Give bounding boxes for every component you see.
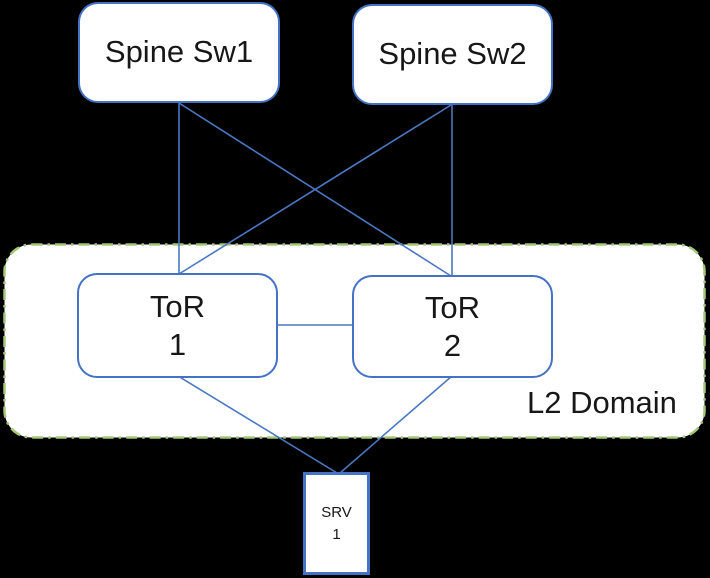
node-tor-2-label-line2: 2	[443, 327, 462, 363]
node-tor-1-label-line2: 1	[168, 326, 187, 362]
l2-domain-label: L2 Domain	[527, 385, 677, 420]
node-spine-sw1: Spine Sw1	[78, 2, 280, 103]
node-spine-sw1-label: Spine Sw1	[104, 34, 254, 70]
node-srv-1-label-line2: 1	[332, 525, 341, 543]
edge-tor2-srv1	[339, 375, 453, 474]
edge-spine2-tor1	[178, 104, 452, 275]
node-tor-2: ToR 2	[352, 275, 553, 378]
node-tor-2-label-line1: ToR	[424, 289, 481, 325]
edge-tor1-srv1	[177, 375, 338, 474]
node-srv-1-label-line1: SRV	[321, 503, 352, 521]
node-tor-1: ToR 1	[77, 273, 278, 378]
node-tor-1-label-line1: ToR	[149, 288, 206, 324]
node-spine-sw2: Spine Sw2	[352, 4, 553, 105]
node-srv-1: SRV 1	[303, 472, 370, 575]
node-spine-sw2-label: Spine Sw2	[378, 36, 527, 72]
